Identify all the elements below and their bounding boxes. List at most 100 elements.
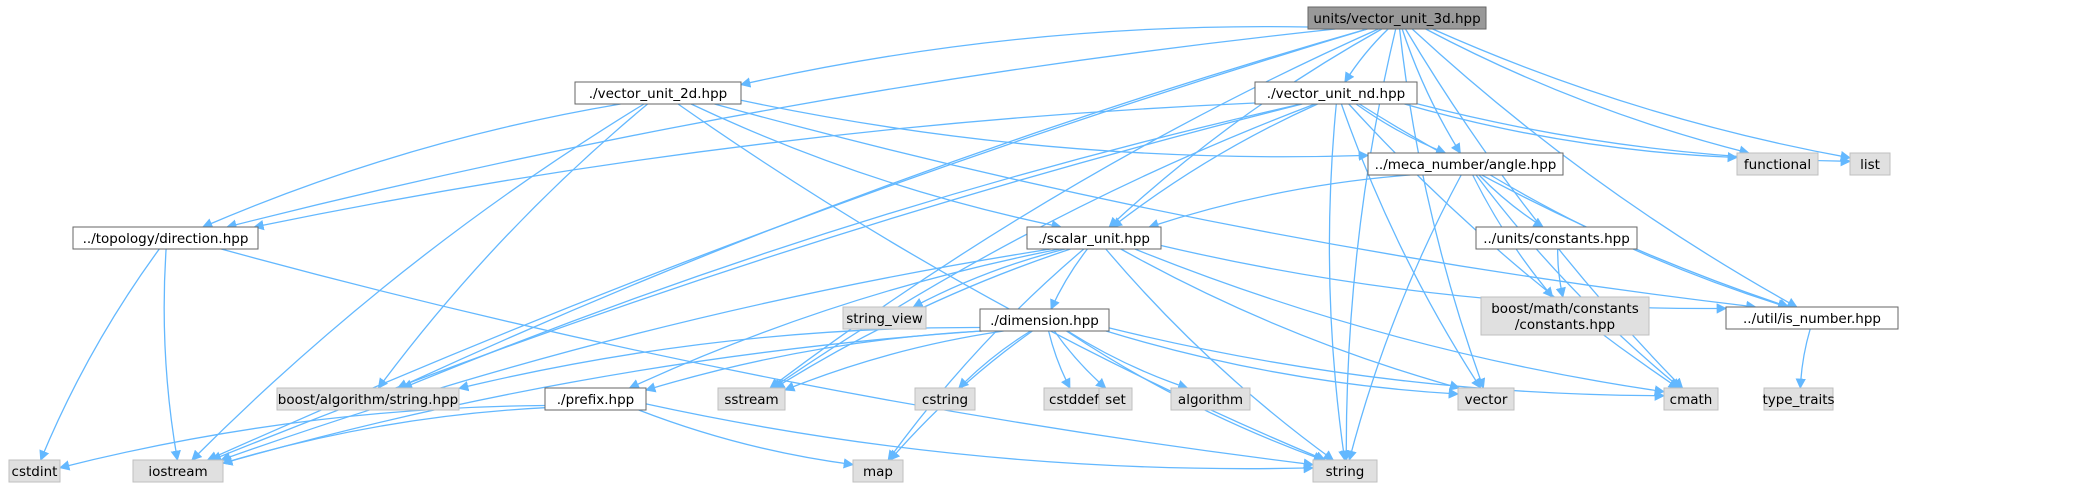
node-dir[interactable]: ../topology/direction.hpp [72,226,259,250]
edge-root-to-isnum [1411,28,1798,308]
node-scalar-box [1026,226,1162,250]
node-functional-label: functional [1744,157,1811,173]
node-algorithm-label: algorithm [1178,392,1243,408]
edge-dir-to-string [221,248,1315,469]
edge-vnd-to-vector [1340,103,1482,389]
node-sstream-label: sstream [724,392,778,408]
node-prefix-label: ./prefix.hpp [557,392,634,408]
node-cstring-box [914,387,976,411]
edge-v2d-to-isnum [714,103,1757,312]
node-root-label: units/vector_unit_3d.hpp [1313,11,1480,27]
node-angle-label: ../meca_number/angle.hpp [1375,157,1557,173]
node-isnum[interactable]: ../util/is_number.hpp [1725,306,1899,330]
node-consts[interactable]: ../units/constants.hpp [1475,226,1638,250]
edge-dimension-to-cmath [1108,327,1666,401]
node-scalar-label: ./scalar_unit.hpp [1038,231,1150,247]
edge-root-to-list [1432,28,1852,162]
node-cmath[interactable]: cmath [1663,387,1719,411]
edge-consts-to-boostconst [1555,248,1566,299]
edge-dimension-to-algorithm [1067,330,1189,390]
node-sstream[interactable]: sstream [717,387,786,411]
node-angle[interactable]: ../meca_number/angle.hpp [1367,152,1564,176]
node-string_view-label: string_view [846,311,923,327]
edge-root-to-v2d [739,25,1309,88]
node-prefix[interactable]: ./prefix.hpp [544,387,647,411]
node-algorithm[interactable]: algorithm [1170,387,1251,411]
node-cstdint-label: cstdint [12,464,58,480]
edge-root-to-vnd [1344,28,1389,83]
edge-angle-to-consts [1478,174,1544,228]
node-dir-label: ../topology/direction.hpp [83,231,249,247]
node-set-label: set [1105,392,1126,408]
node-dimension-label: ./dimension.hpp [990,313,1099,329]
edge-root-to-scalar [1108,28,1383,228]
node-dimension[interactable]: ./dimension.hpp [979,308,1110,332]
edge-dir-to-iostream [163,248,181,462]
edge-vnd-to-string [1328,103,1349,462]
node-vector-label: vector [1465,392,1508,408]
node-cstdint[interactable]: cstdint [8,459,61,483]
edge-prefix-to-iostream [222,407,546,466]
edge-scalar-to-map [887,248,1085,461]
node-iostream-box [132,459,224,483]
node-vector[interactable]: vector [1457,387,1515,411]
node-cstring[interactable]: cstring [914,387,976,411]
node-boostalgo-box [276,387,460,411]
node-root[interactable]: units/vector_unit_3d.hpp [1307,6,1487,30]
node-cstddef[interactable]: cstddef [1043,387,1105,411]
edge-prefix-to-string [645,403,1315,474]
node-isnum-label: ../util/is_number.hpp [1743,311,1881,327]
node-map-box [852,459,904,483]
edge-vnd-to-boostalgo [401,103,1302,390]
node-string[interactable]: string [1312,459,1378,483]
edge-dimension-to-cstddef [1047,330,1071,389]
node-set-box [1098,387,1133,411]
node-boostconst[interactable]: boost/math/constants/constants.hpp [1480,296,1650,336]
node-string-box [1312,459,1378,483]
node-boostalgo[interactable]: boost/algorithm/string.hpp [276,387,460,411]
edge-angle-to-string [1346,174,1462,462]
node-root-box [1307,6,1487,30]
edge-root-to-angle [1401,28,1461,154]
edge-dimension-to-cstring [958,330,1031,389]
node-vnd-label: ./vector_unit_nd.hpp [1267,86,1405,102]
node-scalar[interactable]: ./scalar_unit.hpp [1026,226,1162,250]
node-algorithm-box [1170,387,1251,411]
node-set[interactable]: set [1098,387,1133,411]
node-iostream[interactable]: iostream [132,459,224,483]
node-vnd[interactable]: ./vector_unit_nd.hpp [1254,81,1418,105]
edge-dimension-to-vector [1105,330,1460,399]
node-layer: units/vector_unit_3d.hpp ./vector_unit_2d… [8,6,1899,483]
edge-scalar-to-vector [1120,248,1461,391]
node-vnd-box [1254,81,1418,105]
node-consts-box [1475,226,1638,250]
edge-dimension-to-sstream [784,330,1004,392]
node-list-box [1849,152,1891,176]
node-consts-label: ../units/constants.hpp [1483,231,1630,247]
edge-root-to-dir [226,28,1336,230]
node-string_view[interactable]: string_view [842,306,927,330]
edge-scalar-to-string_view [912,248,1066,308]
node-v2d[interactable]: ./vector_unit_2d.hpp [574,81,742,105]
edge-v2d-to-string [677,103,1326,462]
edge-prefix-to-cstdint [58,404,546,471]
node-functional[interactable]: functional [1736,152,1819,176]
edge-angle-to-isnum [1489,174,1789,310]
edge-dimension-to-iostream [221,330,982,466]
node-prefix-box [544,387,647,411]
node-type_traits[interactable]: type_traits [1762,387,1835,411]
node-boostalgo-label: boost/algorithm/string.hpp [278,392,458,408]
node-list[interactable]: list [1849,152,1891,176]
edge-root-to-functional [1425,28,1750,156]
edge-root-to-cmath [1404,28,1684,389]
node-cstddef-label: cstddef [1049,392,1100,408]
node-string_view-box [842,306,927,330]
node-iostream-label: iostream [148,464,207,480]
node-map-label: map [863,464,893,480]
node-sstream-box [717,387,786,411]
edge-dimension-to-set [1053,330,1107,389]
edge-v2d-to-scalar [690,103,1062,231]
node-map[interactable]: map [852,459,904,483]
node-string-label: string [1326,464,1365,480]
